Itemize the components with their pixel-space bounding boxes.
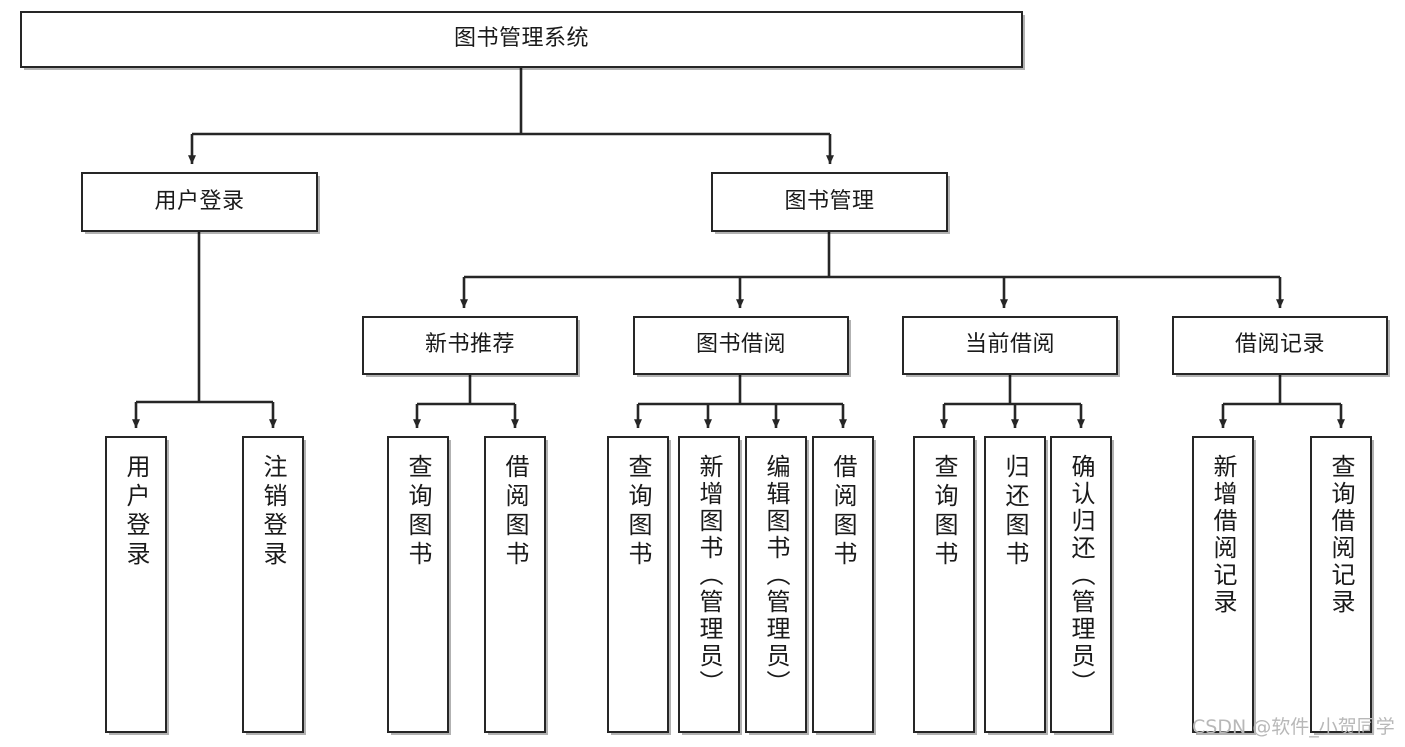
node-current-borrow[interactable]: 当前借阅 bbox=[902, 316, 1118, 375]
node-new-book-recommend[interactable]: 新书推荐 bbox=[362, 316, 578, 375]
node-root-label: 图书管理系统 bbox=[453, 26, 589, 52]
node-user-login[interactable]: 用户登录 bbox=[81, 172, 318, 232]
node-leaf-user-login[interactable]: 用户登录 bbox=[105, 436, 167, 733]
node-new-book-recommend-label: 新书推荐 bbox=[424, 332, 515, 358]
node-borrow-record-label: 借阅记录 bbox=[1234, 332, 1325, 358]
node-leaf-user-logout[interactable]: 注销登录 bbox=[242, 436, 304, 733]
node-leaf-user-login-label: 用户登录 bbox=[122, 454, 150, 570]
node-user-login-label: 用户登录 bbox=[154, 188, 245, 214]
node-leaf-borrow-book-rec[interactable]: 借阅图书 bbox=[484, 436, 546, 733]
node-book-manage-label: 图书管理 bbox=[784, 188, 875, 214]
node-leaf-query-record[interactable]: 查询借阅记录 bbox=[1310, 436, 1372, 733]
node-current-borrow-label: 当前借阅 bbox=[964, 332, 1055, 358]
node-leaf-borrow-book-bb-label: 借阅图书 bbox=[829, 454, 857, 570]
node-leaf-query-book-cb-label: 查询图书 bbox=[930, 454, 958, 570]
node-leaf-confirm-return-label: 确认归还（管理员） bbox=[1067, 454, 1095, 697]
node-leaf-add-record-label: 新增借阅记录 bbox=[1209, 454, 1237, 616]
node-leaf-return-book[interactable]: 归还图书 bbox=[984, 436, 1046, 733]
node-leaf-query-book-bb-label: 查询图书 bbox=[624, 454, 652, 570]
node-book-borrow-label: 图书借阅 bbox=[695, 332, 786, 358]
node-leaf-edit-book-label: 编辑图书（管理员） bbox=[762, 454, 790, 697]
node-leaf-edit-book[interactable]: 编辑图书（管理员） bbox=[745, 436, 807, 733]
node-leaf-add-book[interactable]: 新增图书（管理员） bbox=[678, 436, 740, 733]
node-leaf-user-logout-label: 注销登录 bbox=[259, 454, 287, 570]
node-leaf-borrow-book-rec-label: 借阅图书 bbox=[501, 454, 529, 570]
node-book-manage[interactable]: 图书管理 bbox=[711, 172, 948, 232]
node-leaf-query-book-rec[interactable]: 查询图书 bbox=[387, 436, 449, 733]
node-root[interactable]: 图书管理系统 bbox=[20, 11, 1023, 68]
node-book-borrow[interactable]: 图书借阅 bbox=[633, 316, 849, 375]
node-borrow-record[interactable]: 借阅记录 bbox=[1172, 316, 1388, 375]
node-leaf-return-book-label: 归还图书 bbox=[1001, 454, 1029, 570]
node-leaf-borrow-book-bb[interactable]: 借阅图书 bbox=[812, 436, 874, 733]
node-leaf-query-record-label: 查询借阅记录 bbox=[1327, 454, 1355, 616]
node-leaf-confirm-return[interactable]: 确认归还（管理员） bbox=[1050, 436, 1112, 733]
node-leaf-query-book-cb[interactable]: 查询图书 bbox=[913, 436, 975, 733]
node-leaf-add-book-label: 新增图书（管理员） bbox=[695, 454, 723, 697]
node-leaf-add-record[interactable]: 新增借阅记录 bbox=[1192, 436, 1254, 733]
node-leaf-query-book-rec-label: 查询图书 bbox=[404, 454, 432, 570]
node-leaf-query-book-bb[interactable]: 查询图书 bbox=[607, 436, 669, 733]
